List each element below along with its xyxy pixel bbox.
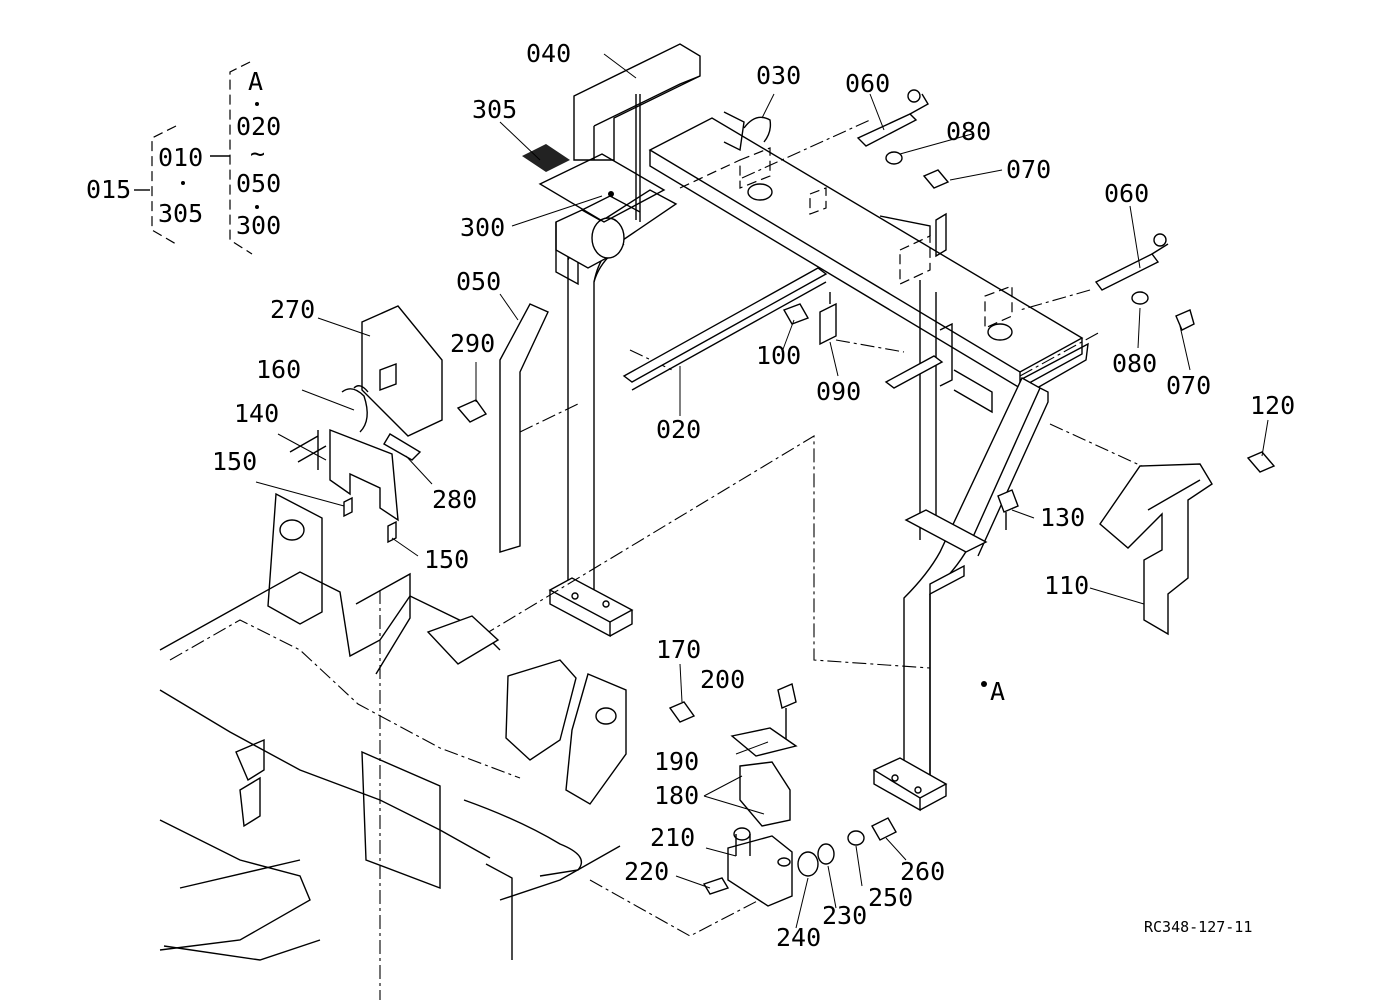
part-labels: 040 030 060 080 070 305 300 060 050 270 … [212,39,1295,952]
part-label-200: 200 [700,665,745,694]
reference-code: RC348-127-11 [1144,918,1252,936]
part-label-210: 210 [650,823,695,852]
assembly-id-015: 015 [86,175,131,204]
part-label-120: 120 [1250,391,1295,420]
part-label-060-right: 060 [1104,179,1149,208]
group-top-010: 010 [158,143,203,172]
part-label-080: 080 [946,117,991,146]
assembly-legend: 015 010 305 A 020 ~ 050 300 [86,61,281,255]
part-label-305: 305 [472,95,517,124]
part-label-080-right: 080 [1112,349,1157,378]
part-label-170: 170 [656,635,701,664]
part-label-100: 100 [756,341,801,370]
part-label-230: 230 [822,901,867,930]
part-label-070: 070 [1006,155,1051,184]
part-label-070-right: 070 [1166,371,1211,400]
section-marker-a: A [990,677,1005,706]
part-label-180: 180 [654,781,699,810]
part-label-290: 290 [450,329,495,358]
range-tilde: ~ [250,139,265,168]
part-label-260: 260 [900,857,945,886]
part-label-270: 270 [270,295,315,324]
part-label-050: 050 [456,267,501,296]
part-label-090: 090 [816,377,861,406]
part-label-020: 020 [656,415,701,444]
range-mid-050: 050 [236,169,281,198]
part-label-110: 110 [1044,571,1089,600]
part-label-300: 300 [460,213,505,242]
part-label-130: 130 [1040,503,1085,532]
part-label-060: 060 [845,69,890,98]
part-label-040: 040 [526,39,571,68]
part-label-250: 250 [868,883,913,912]
part-label-240: 240 [776,923,821,952]
range-start-020: 020 [236,112,281,141]
part-label-160: 160 [256,355,301,384]
rops-frame-drawing [159,43,1276,1000]
part-label-030: 030 [756,61,801,90]
range-end-300: 300 [236,211,281,240]
range-marker-a: A [248,67,263,96]
part-label-280: 280 [432,485,477,514]
part-label-140: 140 [234,399,279,428]
part-label-190: 190 [654,747,699,776]
group-bottom-305: 305 [158,199,203,228]
part-label-150: 150 [212,447,257,476]
part-label-220: 220 [624,857,669,886]
part-label-150-lower: 150 [424,545,469,574]
